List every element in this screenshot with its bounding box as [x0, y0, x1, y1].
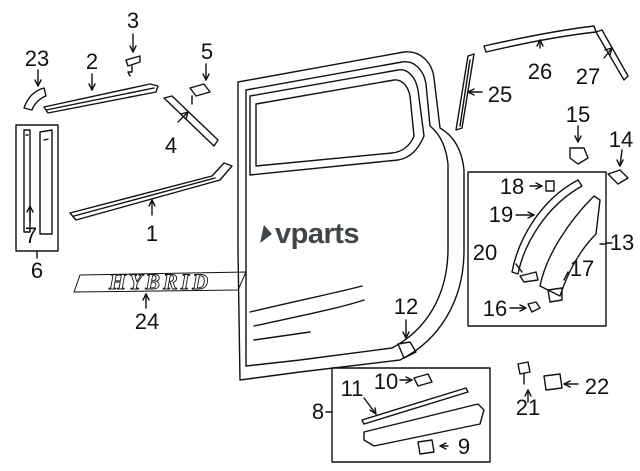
- callout-20: 20: [472, 240, 498, 265]
- arch-molding-box: [467, 171, 607, 327]
- pillar-garnish-box: [15, 124, 59, 252]
- callout-12: 12: [393, 294, 419, 319]
- callout-15: 15: [565, 102, 591, 127]
- rear-door: [237, 51, 465, 381]
- callout-10: 10: [373, 369, 399, 394]
- belt-molding: [69, 162, 233, 221]
- watermark-arrow-icon: [260, 225, 274, 243]
- screw-part: [189, 63, 211, 105]
- clips-15-14: [569, 125, 629, 185]
- watermark-text: vparts: [275, 217, 360, 250]
- callout-5: 5: [200, 39, 214, 64]
- callout-17: 17: [569, 256, 595, 281]
- leader-lines: [36, 242, 613, 413]
- callout-14: 14: [608, 127, 634, 152]
- callout-19: 19: [488, 202, 514, 227]
- callout-23: 23: [24, 46, 50, 71]
- callout-4: 4: [164, 133, 178, 158]
- callout-11: 11: [340, 376, 364, 401]
- fasteners-21-22: [517, 361, 579, 403]
- callout-26: 26: [527, 59, 553, 84]
- end-cap: [23, 69, 47, 111]
- hybrid-emblem: HYBRID: [108, 269, 211, 294]
- roof-moldings: [455, 25, 629, 131]
- rocker-molding-box: [331, 367, 491, 463]
- callout-8: 8: [311, 399, 325, 424]
- clip-part: [125, 33, 141, 77]
- callout-3: 3: [126, 8, 140, 33]
- callout-1: 1: [145, 221, 159, 246]
- callout-13: 13: [609, 230, 635, 255]
- upper-frame-molding: [43, 73, 159, 114]
- callout-16: 16: [482, 296, 508, 321]
- callout-9: 9: [457, 434, 471, 459]
- clip-12: [397, 319, 417, 359]
- hybrid-emblem-frame: [73, 271, 247, 309]
- callout-18: 18: [499, 174, 525, 199]
- callout-24: 24: [134, 309, 160, 334]
- watermark-logo: vparts: [260, 217, 360, 250]
- callout-25: 25: [487, 82, 513, 107]
- callout-27: 27: [575, 64, 601, 89]
- callout-6: 6: [30, 258, 44, 283]
- door-window: [249, 69, 425, 176]
- callout-2: 2: [85, 49, 99, 74]
- callout-7: 7: [24, 223, 38, 248]
- callout-22: 22: [584, 374, 610, 399]
- callout-21: 21: [515, 395, 541, 420]
- pillar-strip: [163, 95, 219, 147]
